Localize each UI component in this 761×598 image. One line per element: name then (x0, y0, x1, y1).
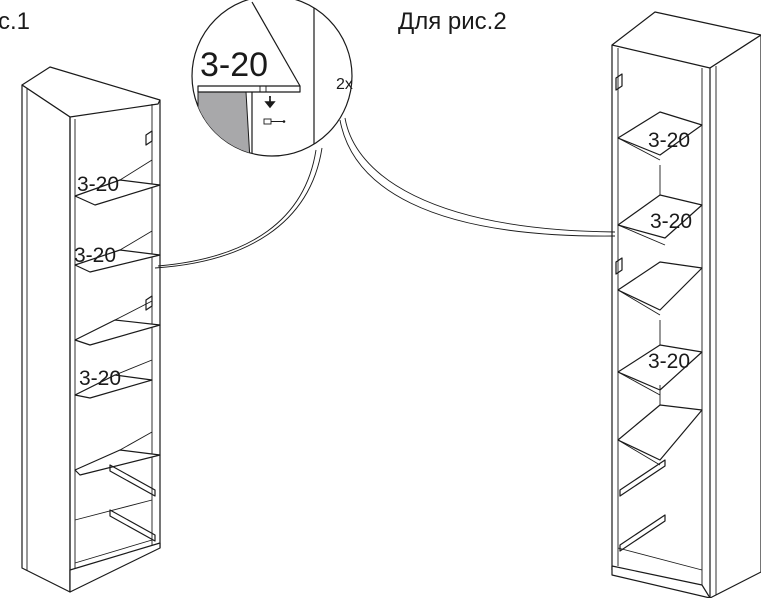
figure-left-caption: с.1 (0, 8, 30, 35)
right-shelf-5 (617, 404, 703, 461)
detail-quantity: 2x (336, 76, 353, 93)
right-cabinet-side (709, 34, 761, 598)
right-shelf-2 (617, 194, 703, 239)
right-cabinet-base (611, 565, 711, 598)
right-shelf-3 (617, 261, 703, 311)
left-shelf-label-3: 3-20 (79, 367, 121, 390)
right-hinge-icon (615, 257, 623, 275)
detail-pin (259, 85, 267, 93)
left-hinge-icon (145, 295, 153, 311)
left-cabinet-side (21, 84, 71, 593)
left-shelf-2 (74, 249, 161, 273)
left-drawer-runner-icon (109, 464, 156, 497)
right-cabinet: 3-20 3-20 3-20 (611, 11, 761, 598)
detail-magnifier: 3-20 2x (191, 0, 353, 157)
right-shelf-label-1: 3-20 (648, 129, 690, 152)
right-cabinet-top (611, 11, 761, 69)
left-shelf-4 (74, 374, 153, 399)
left-shelf-label-2: 3-20 (74, 244, 116, 267)
left-shelf-5 (74, 449, 161, 476)
detail-part-label: 3-20 (200, 46, 268, 84)
detail-shelf-board (197, 85, 301, 93)
right-drawer-runner-icon (619, 459, 666, 497)
left-cabinet: 3-20 3-20 3-20 (21, 66, 161, 593)
right-hinge-icon (615, 73, 623, 91)
right-shelf-4 (617, 344, 703, 391)
left-shelf-3 (74, 319, 161, 346)
detail-leader-lines (154, 117, 616, 269)
left-drawer-runner-icon (109, 509, 156, 542)
left-hinge-icon (145, 130, 153, 146)
left-shelf-1 (74, 179, 161, 206)
shelf-support-icon (263, 118, 286, 125)
left-shelf-label-1: 3-20 (77, 173, 119, 196)
figure-right-caption: Для рис.2 (398, 8, 507, 35)
detail-side-panel (197, 91, 251, 156)
right-shelf-label-2: 3-20 (650, 210, 692, 233)
right-shelf-label-3: 3-20 (648, 350, 690, 373)
left-cabinet-base (69, 542, 161, 593)
right-shelf-1 (617, 111, 703, 156)
right-drawer-runner-icon (619, 514, 666, 552)
